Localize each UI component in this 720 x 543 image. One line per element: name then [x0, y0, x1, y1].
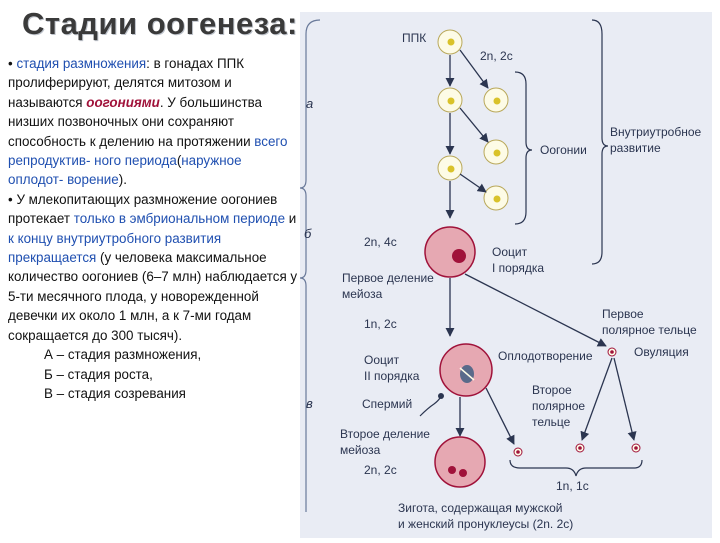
stage-c-label: В – стадия созревания: [44, 385, 186, 401]
label-oocyte2-line1: Ооцит: [364, 353, 400, 367]
arrow-to-first-polar-body: [464, 273, 607, 347]
highlight-embryonic-period: только в эмбриональном периоде: [73, 211, 286, 227]
text-fragment: ).: [118, 172, 127, 188]
oogenesis-diagram: а б в ППК 2n, 2c Оогонии Внутриутробное …: [299, 19, 702, 531]
label-intrauterine-2: развитие: [610, 141, 661, 155]
text-fragment: (: [176, 153, 182, 169]
highlight-external-fertilization: наружное оплодот- ворение: [8, 153, 242, 188]
arrow-ppk-to-oogonium-right: [459, 49, 489, 89]
term-oogonia: оогониями: [86, 94, 160, 110]
stage-bracket-left: [299, 19, 321, 512]
text-fragment: : в гонадах ППК пролиферируют, делятся м…: [8, 56, 245, 110]
label-ppk: ППК: [402, 31, 426, 45]
label-polar1-line1: Первое: [602, 307, 644, 321]
stage-a-label: А – стадия размножения,: [44, 347, 202, 363]
label-meiosis2-line2: мейоза: [340, 443, 381, 457]
label-meiosis1-line1: Первое деление: [342, 271, 434, 285]
text-fragment: (у человека максимальное количество оого…: [8, 250, 298, 343]
oogonium-cell: [483, 87, 509, 113]
text-column: • стадия размножения: в гонадах ППК прол…: [8, 54, 300, 403]
stage-b-label: Б – стадия роста,: [44, 366, 153, 382]
primary-oocyte: [424, 226, 476, 278]
oogonium-cell: [483, 139, 509, 165]
oogonium-cell: [437, 87, 463, 113]
label-zygote-line2: и женский пронуклеусы (2n. 2c): [398, 517, 573, 531]
label-2n2c-zygote: 2n, 2c: [364, 463, 397, 477]
zygote: [434, 436, 486, 488]
oogonia-bracket: [514, 71, 533, 225]
sperm-shape: [419, 397, 441, 417]
label-fertilization: Оплодотворение: [498, 349, 593, 363]
secondary-oocyte: [439, 343, 493, 397]
label-1n1c: 1n, 1c: [556, 479, 589, 493]
text-fragment: У млекопитающих размножение оогониев про…: [8, 191, 278, 227]
bullet-mammals: • У млекопитающих размножение оогониев п…: [8, 190, 300, 345]
bullet-marker: •: [8, 56, 13, 71]
label-meiosis2-line1: Второе деление: [340, 427, 430, 441]
text-fragment: и: [285, 211, 297, 227]
oogonium-cell: [483, 185, 509, 211]
stage-mark-v: в: [306, 396, 313, 411]
highlight-reproductive-period: всего репродуктив- ного периода: [8, 133, 288, 169]
stage-mark-b: б: [304, 226, 312, 241]
label-polar1-line2: полярное тельце: [602, 323, 697, 337]
label-sperm: Спермий: [362, 397, 412, 411]
text-fragment: . У большинства низших позвоночных они с…: [8, 94, 262, 149]
arrow-oogonium-division-right-2: [459, 173, 487, 193]
label-polar2-line3: тельце: [532, 415, 571, 429]
highlight-stops: к концу внутриутробного развития прекращ…: [8, 230, 222, 266]
label-2n2c: 2n, 2c: [480, 49, 513, 63]
oogonium-cell: [437, 155, 463, 181]
label-oocyte1-line2: I порядка: [492, 261, 544, 275]
label-oocyte2-line2: II порядка: [364, 369, 420, 383]
stage-mark-a: а: [306, 96, 313, 111]
arrow-polar1-division: [580, 357, 613, 441]
label-2n4c: 2n, 4c: [364, 235, 397, 249]
bullet-marker: •: [8, 191, 13, 207]
intrauterine-bracket: [591, 19, 609, 265]
label-oocyte1-line1: Ооцит: [492, 245, 528, 259]
arrow-polar1-division-right: [613, 357, 637, 441]
label-oogonia: Оогонии: [540, 143, 587, 157]
label-1n2c: 1n, 2c: [364, 317, 397, 331]
ppk-cell: [437, 29, 463, 55]
stage-name-reproduction: стадия размножения: [16, 56, 147, 71]
label-polar2-line1: Второе: [532, 383, 572, 397]
slide-title: Стадии оогенеза:: [22, 6, 298, 41]
polar-bodies-bracket: [509, 459, 643, 477]
label-zygote-line1: Зигота, содержащая мужской: [398, 501, 562, 515]
label-polar2-line2: полярное: [532, 399, 585, 413]
bullet-reproduction: • стадия размножения: в гонадах ППК прол…: [8, 54, 300, 190]
label-intrauterine-1: Внутриутробное: [610, 125, 702, 139]
label-ovulation: Овуляция: [634, 345, 689, 359]
label-meiosis1-line2: мейоза: [342, 287, 383, 301]
oogenesis-diagram-panel: а б в ППК 2n, 2c Оогонии Внутриутробное …: [299, 12, 712, 538]
arrow-to-second-polar-body: [485, 387, 515, 445]
arrow-oogonium-division-right: [459, 107, 489, 143]
